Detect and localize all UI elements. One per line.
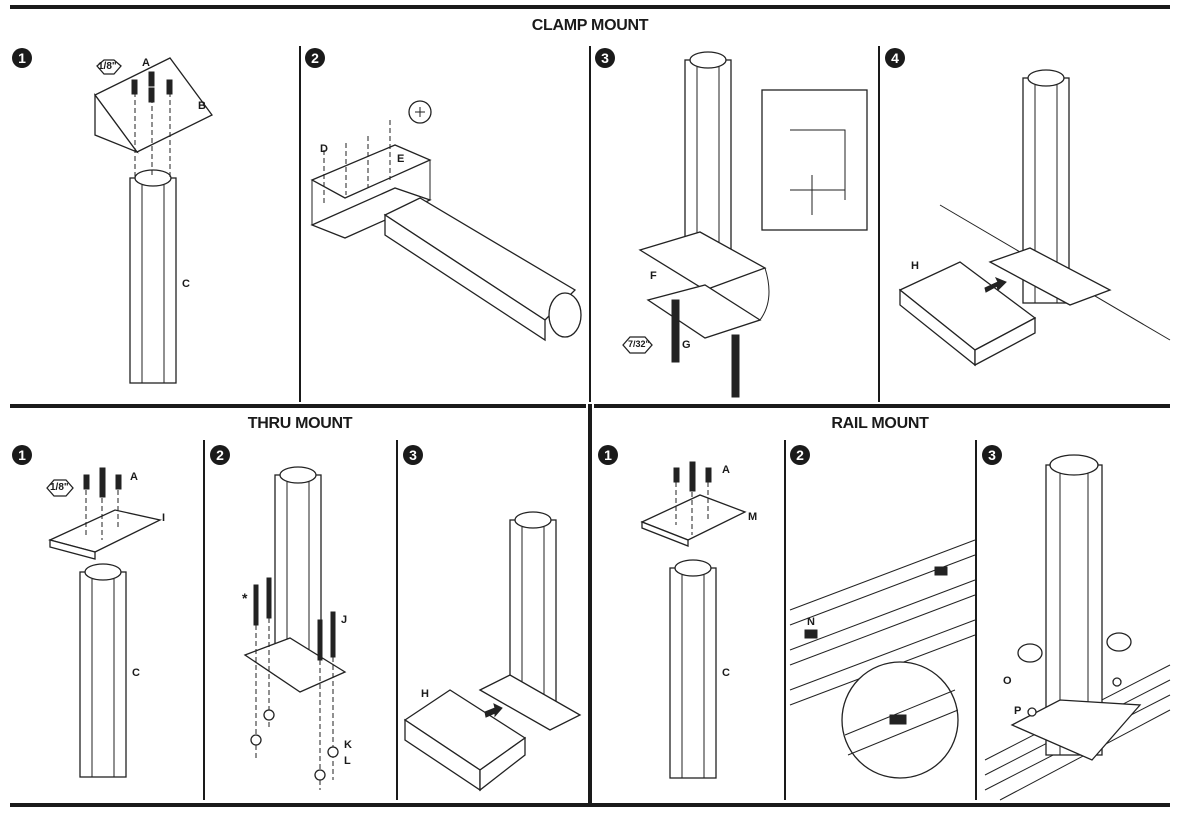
base-plate — [243, 637, 347, 693]
base-plate — [988, 247, 1112, 306]
middle-rule-right — [594, 404, 1170, 408]
post — [509, 519, 557, 706]
clamp-mount-title: CLAMP MOUNT — [531, 17, 649, 34]
part-label-c-thru: C — [132, 667, 140, 679]
bolt-j — [330, 611, 336, 658]
part-label-h-thru: H — [421, 688, 429, 700]
part-label-a-thru: A — [130, 471, 138, 483]
top-rule — [10, 5, 1170, 9]
thru-step-3: 3 — [403, 445, 423, 465]
thru-step-2: 2 — [210, 445, 230, 465]
base-plate — [1010, 699, 1142, 761]
washer-k — [314, 769, 326, 781]
clamp-step3-drawing — [622, 51, 868, 398]
clamp-step2-drawing — [310, 100, 582, 342]
rail-separator-2 — [975, 440, 977, 800]
hex-key-size-7-32: 7/32" — [628, 339, 650, 349]
part-label-h: H — [911, 260, 919, 272]
part-label-l: L — [344, 755, 351, 767]
clamp-plate — [638, 231, 767, 291]
thru-mount-title: THRU MOUNT — [247, 415, 353, 432]
rail-mount-title: RAIL MOUNT — [831, 415, 929, 432]
thru-separator-1 — [203, 440, 205, 800]
rail-separator-1 — [784, 440, 786, 800]
bottom-rule — [10, 803, 1170, 807]
clamp-step4-drawing — [898, 69, 1171, 367]
part-label-j: J — [341, 614, 348, 626]
knob-o — [1017, 643, 1043, 663]
hex-key-icon — [96, 59, 122, 75]
rail-step3-drawing — [984, 454, 1171, 801]
part-label-f: F — [650, 270, 657, 282]
thru-step1-drawing — [46, 467, 162, 778]
clamp-separator-2 — [589, 46, 591, 402]
rail-step-2: 2 — [790, 445, 810, 465]
clamp-step-2: 2 — [305, 48, 325, 68]
clamp-separator-3 — [878, 46, 880, 402]
thru-step3-drawing — [403, 511, 582, 792]
part-label-p: P — [1014, 705, 1022, 717]
part-label-m: M — [748, 511, 758, 523]
part-label-g: G — [682, 339, 691, 351]
part-label-d: D — [320, 143, 328, 155]
hex-key-size-1-8-thru: 1/8" — [50, 482, 69, 493]
mount-divider — [588, 404, 592, 804]
bracket-top — [310, 144, 432, 199]
post-c — [669, 567, 717, 779]
part-label-n: N — [807, 616, 815, 628]
middle-rule-left — [10, 404, 586, 408]
post-c — [79, 571, 127, 778]
part-label-b: B — [198, 100, 206, 112]
part-label-star: * — [242, 590, 248, 606]
thru-step-1: 1 — [12, 445, 32, 465]
base-plate — [478, 674, 582, 731]
t-nut-n — [804, 629, 818, 639]
part-label-k: K — [344, 739, 352, 751]
part-label-e: E — [397, 153, 405, 165]
clamp-separator-1 — [299, 46, 301, 402]
arrow-icon — [484, 703, 503, 718]
rail-step1-drawing — [640, 461, 747, 779]
arrow-icon — [984, 277, 1007, 293]
screw-g — [671, 299, 680, 363]
part-label-c-rail: C — [722, 667, 730, 679]
post-c — [129, 177, 177, 384]
hex-key-size-1-8: 1/8" — [98, 61, 117, 72]
bolt — [253, 584, 259, 626]
screw-a — [131, 79, 138, 95]
rail-step2-drawing — [789, 539, 976, 779]
part-label-a-rail: A — [722, 464, 730, 476]
extrusion — [383, 197, 577, 321]
clamp-step-4: 4 — [885, 48, 905, 68]
clamp-step-3: 3 — [595, 48, 615, 68]
thru-step2-drawing — [243, 466, 347, 790]
thru-separator-2 — [396, 440, 398, 800]
part-label-i: I — [162, 512, 166, 524]
detail-inset — [761, 89, 868, 231]
rail-step-3: 3 — [982, 445, 1002, 465]
part-label-a: A — [142, 57, 150, 69]
clamp-step-1: 1 — [12, 48, 32, 68]
rail-step-1: 1 — [598, 445, 618, 465]
washer-p — [1027, 707, 1037, 717]
clamp-step1-drawing — [94, 57, 213, 384]
part-label-c: C — [182, 278, 190, 290]
part-label-o: O — [1003, 675, 1012, 687]
